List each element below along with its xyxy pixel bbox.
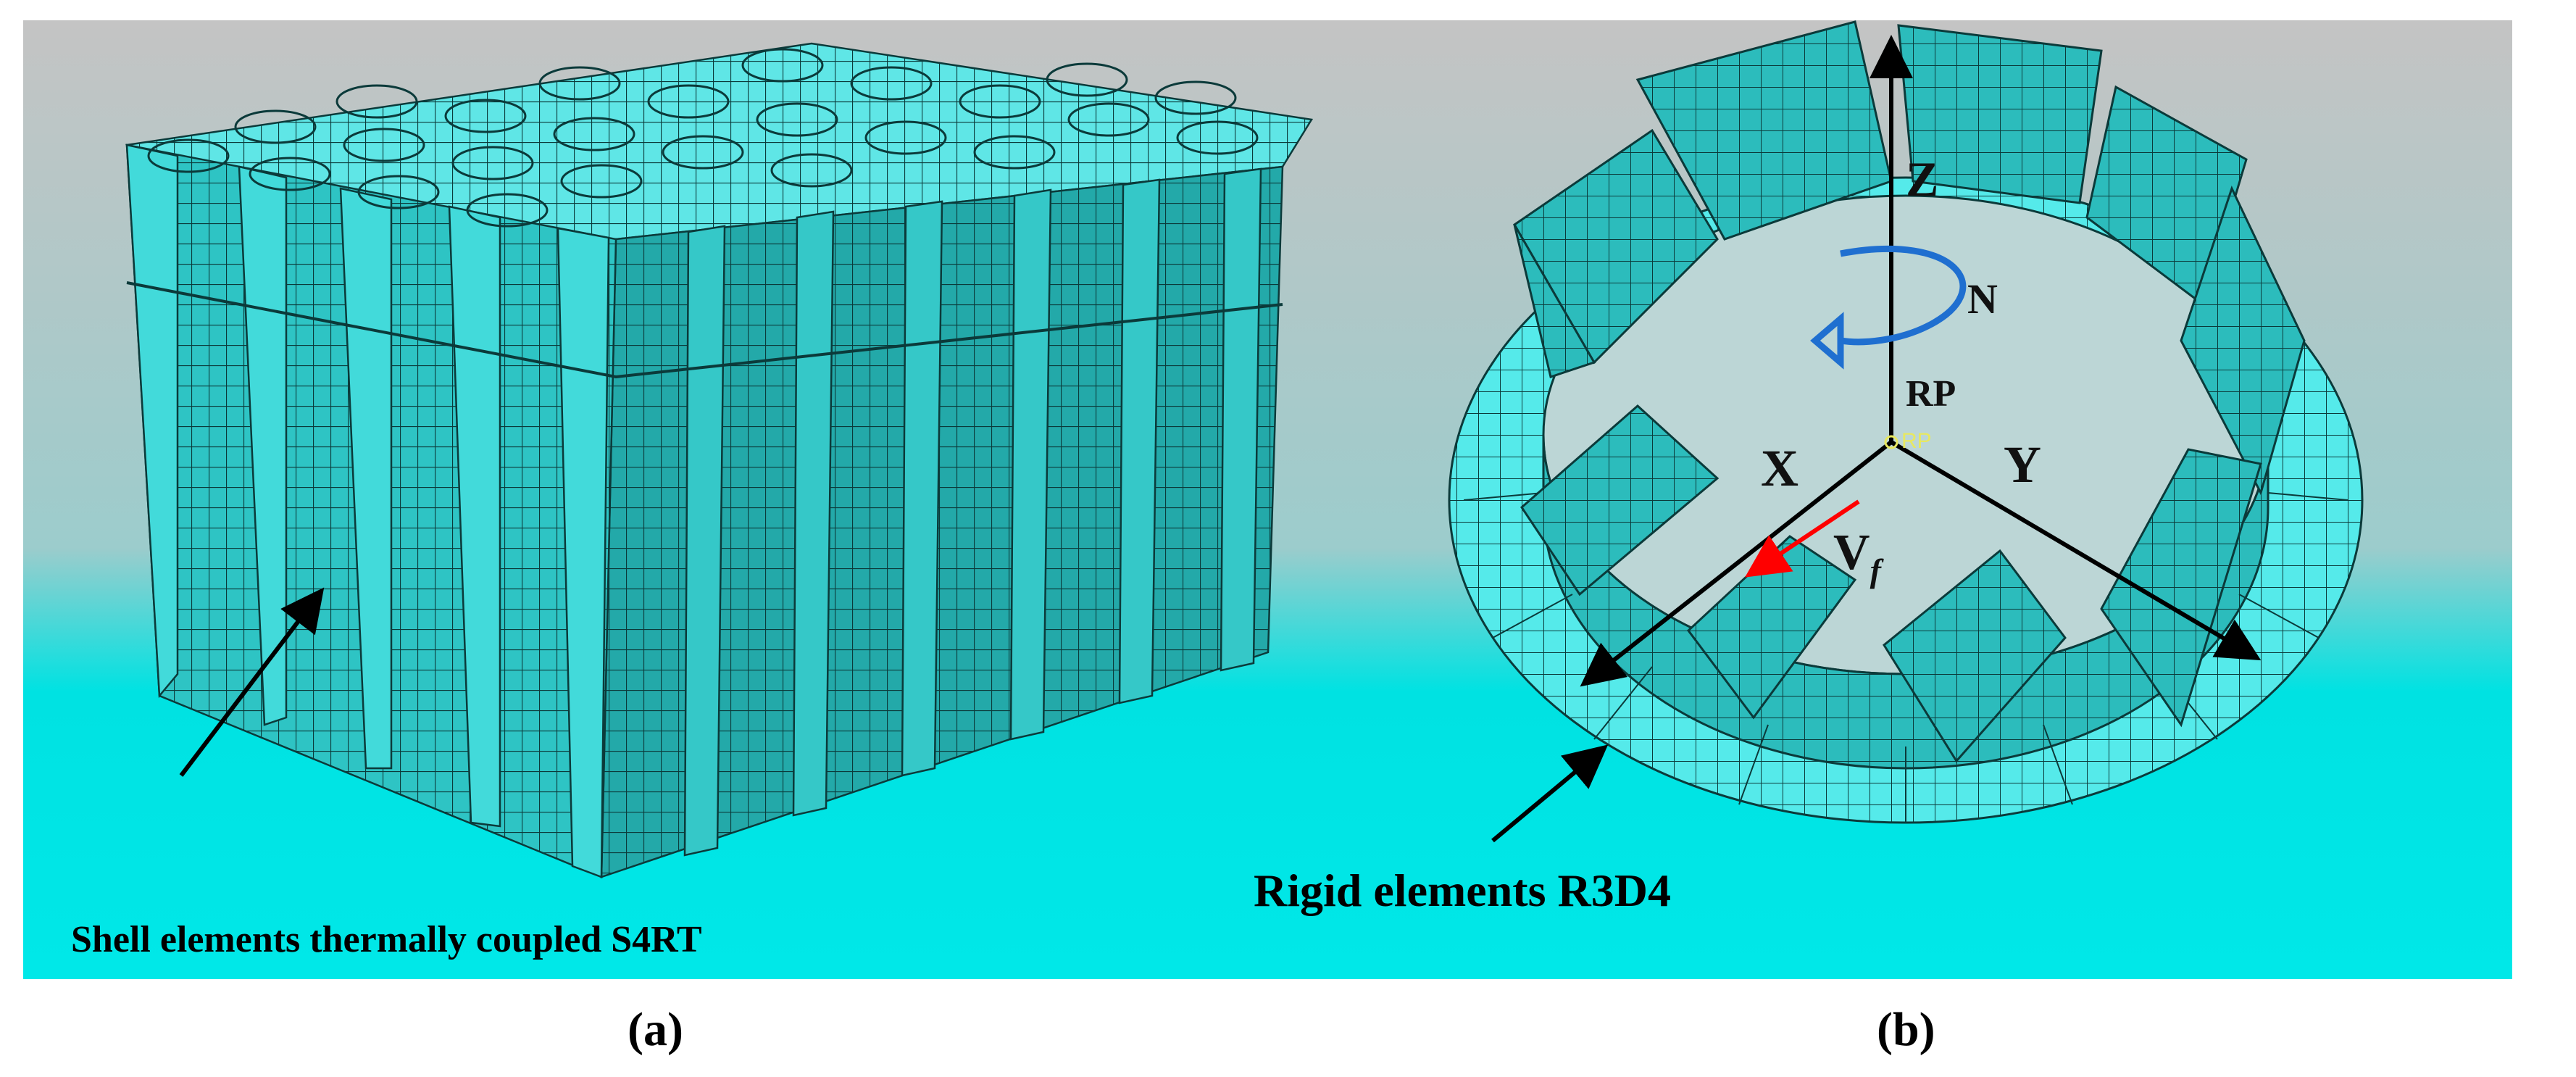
reference-point-label: RP xyxy=(1906,373,1956,415)
blade xyxy=(2180,185,2306,496)
panel-b: Z N RP RP X Y Vf Rigid elements R3D4 xyxy=(1254,20,2512,979)
panel-a: Shell elements thermally coupled S4RT xyxy=(23,20,1385,979)
axis-y-line xyxy=(1890,440,2262,661)
rp-marker-icon xyxy=(1884,435,1898,449)
blade xyxy=(1513,224,1596,378)
axis-x-line xyxy=(1580,440,1893,687)
velocity-label-main: V xyxy=(1833,525,1870,581)
panel-label-a: (a) xyxy=(628,1003,683,1056)
honeycomb-top-cells xyxy=(147,48,1259,228)
honeycomb-column-ridges-right xyxy=(683,167,1262,857)
velocity-vector xyxy=(1745,499,1860,578)
velocity-label: Vf xyxy=(1833,525,1885,589)
blade xyxy=(1897,24,2103,204)
panel-label-b: (b) xyxy=(1877,1003,1935,1056)
coordinate-axes: Z N RP RP X Y Vf xyxy=(1580,35,2262,687)
blade xyxy=(2100,448,2262,728)
rigid-blades xyxy=(1513,20,2306,763)
blade xyxy=(1520,404,1720,596)
ring-radial-lines xyxy=(1463,492,2348,823)
rotation-label-n: N xyxy=(1967,275,1998,323)
rigid-ring-mesh xyxy=(1448,176,2364,824)
annotation-arrow-b xyxy=(1491,744,1609,843)
annotation-arrow-a xyxy=(179,587,325,777)
velocity-label-sub: f xyxy=(1870,552,1885,589)
honeycomb-seam xyxy=(126,281,1283,379)
rotation-arrow-icon xyxy=(1810,245,1967,370)
honeycomb-mesh xyxy=(125,42,1314,878)
axis-label-z: Z xyxy=(1906,151,1938,207)
blade xyxy=(1883,549,2067,763)
blade xyxy=(1686,535,1857,720)
annotation-shell-elements: Shell elements thermally coupled S4RT xyxy=(71,919,702,960)
axis-label-x: X xyxy=(1761,439,1798,497)
reference-point-marker-label: RP xyxy=(1901,429,1932,453)
axis-label-y: Y xyxy=(2004,436,2041,494)
annotation-rigid-elements: Rigid elements R3D4 xyxy=(1254,865,1671,916)
